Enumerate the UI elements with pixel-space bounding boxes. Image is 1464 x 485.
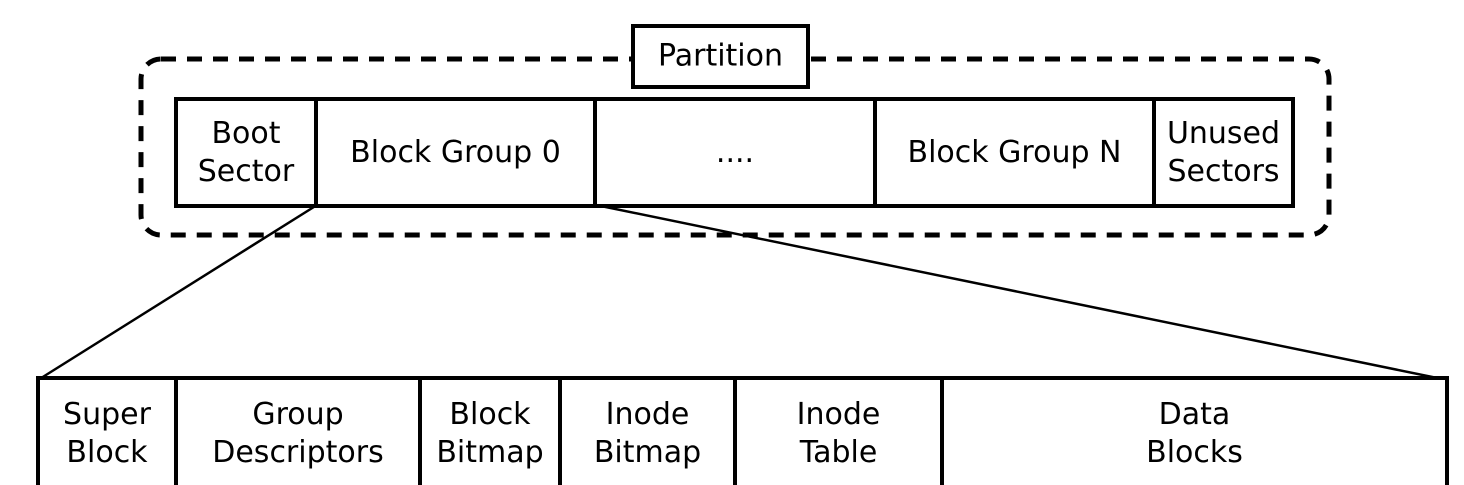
inode-table-label-line-2: Table — [799, 435, 878, 470]
boot-sector-label-line-2: Sector — [198, 154, 295, 189]
block-bitmap-label-line-1: Block — [449, 397, 531, 432]
inode-table-label-line-1: Inode — [797, 397, 881, 432]
inode-bitmap-label-line-1: Inode — [606, 397, 690, 432]
block-group-0-label-line-1: Block Group 0 — [350, 135, 561, 170]
block-bitmap-label-line-2: Bitmap — [436, 435, 543, 470]
partition-label: Partition — [658, 39, 783, 74]
boot-sector-label-line-1: Boot — [211, 116, 280, 151]
ellipsis-label-line-1: .... — [716, 135, 754, 170]
inode-bitmap-label-line-2: Bitmap — [594, 435, 701, 470]
super-block-label-line-1: Super — [63, 397, 152, 432]
zoom-line-right — [595, 203, 1448, 382]
block-group-n-label-line-1: Block Group N — [908, 135, 1122, 170]
unused-sectors-label-line-2: Sectors — [1167, 154, 1279, 189]
data-blocks-label-line-1: Data — [1159, 397, 1231, 432]
data-blocks-label-line-2: Blocks — [1146, 435, 1243, 470]
group-descriptors-label-line-1: Group — [252, 397, 343, 432]
zoom-line-left — [37, 203, 318, 382]
block-group-row: SuperBlockGroupDescriptorsBlockBitmapIno… — [36, 376, 1449, 485]
unused-sectors-label-line-1: Unused — [1167, 116, 1280, 151]
super-block-label-line-2: Block — [66, 435, 148, 470]
partition-label-box — [631, 24, 810, 89]
group-row-frame — [36, 376, 1449, 485]
group-descriptors-label-line-2: Descriptors — [212, 435, 383, 470]
partition-row-frame — [174, 97, 1295, 208]
